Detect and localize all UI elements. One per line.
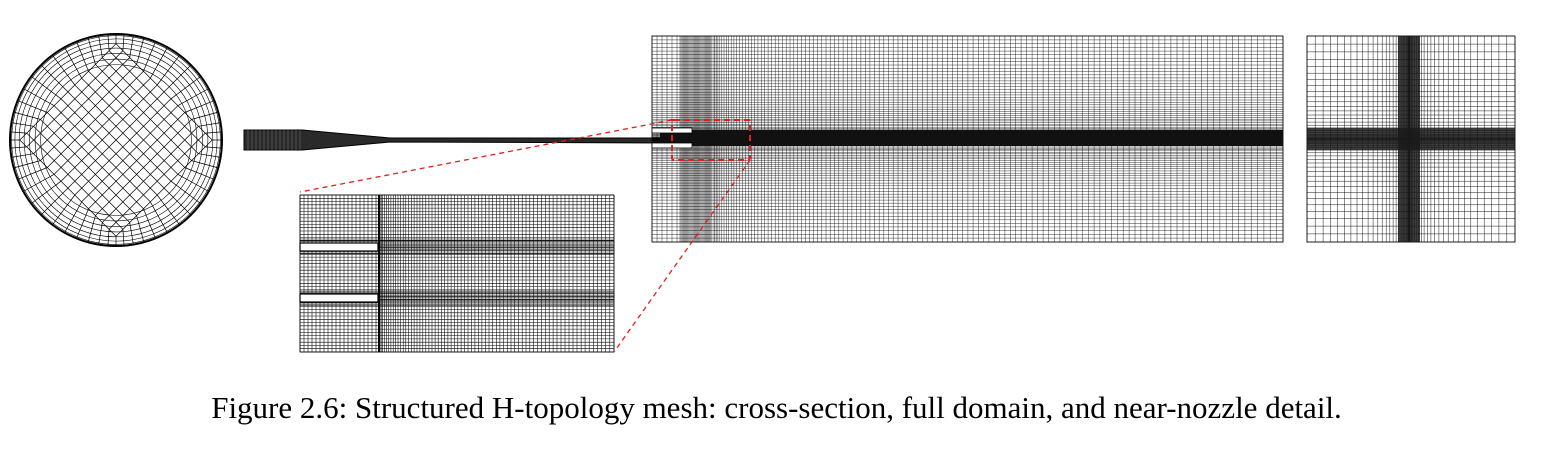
circle-mesh-ring: [29, 53, 203, 227]
circle-mesh-ring: [14, 38, 218, 242]
inset-lower-wall: [299, 293, 379, 303]
zoom-inset-panel: [299, 194, 615, 353]
circle-boundary: [9, 33, 223, 247]
zoom-connector-bottom: [613, 159, 751, 353]
side-horizontal-band: [1307, 128, 1515, 150]
nozzle-body: [243, 129, 677, 151]
zoom-region-box: [671, 119, 751, 161]
circle-mesh-ring: [23, 47, 209, 233]
inset-wall-bands: [300, 238, 614, 306]
cross-section-panel: [9, 33, 223, 247]
side-view-panel: [1306, 35, 1516, 243]
circle-mesh-lines: [10, 34, 222, 246]
circle-mesh-ring: [11, 35, 221, 245]
inset-upper-wall: [299, 242, 379, 252]
nozzle-geometry-panel: [243, 129, 677, 151]
circle-mesh-ring: [18, 42, 214, 238]
inset-mesh-lines: [299, 194, 615, 353]
domain-core-band: [660, 130, 1283, 146]
inset-mesh-border: [299, 194, 615, 353]
full-domain-panel: [651, 35, 1284, 243]
figure-caption: Figure 2.6: Structured H-topology mesh: …: [211, 390, 1342, 425]
inset-mesh: [299, 194, 615, 353]
circle-mesh-ring: [34, 58, 198, 222]
circle-mesh-ring: [40, 64, 192, 216]
nozzle-inlet-mesh: [247, 130, 301, 150]
zoom-connector-top: [299, 119, 673, 193]
zoom-highlight: [299, 119, 751, 353]
